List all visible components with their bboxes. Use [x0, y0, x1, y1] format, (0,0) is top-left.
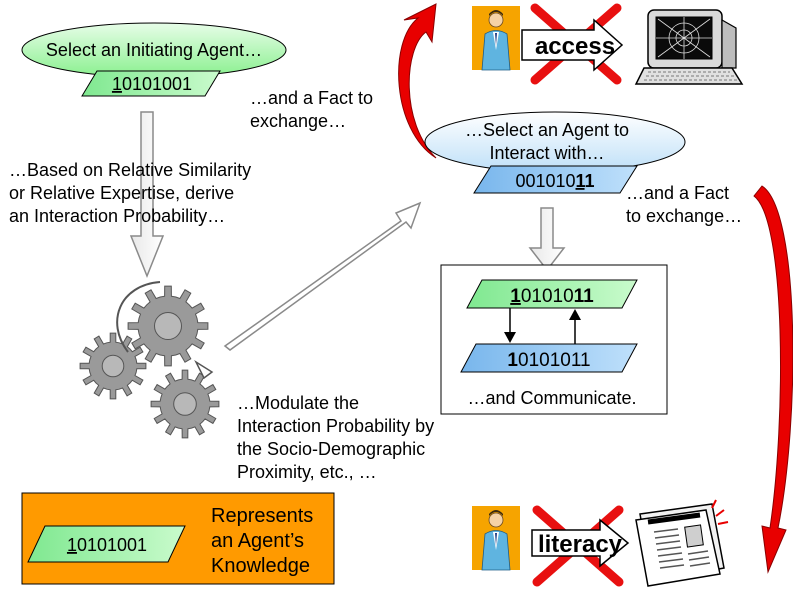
legend-fact-box — [27, 525, 186, 563]
communicate-bottom-bits-segment: 1 — [507, 350, 518, 371]
gear-hub-1 — [101, 354, 125, 378]
down-arrow-1 — [129, 111, 165, 279]
businessman-icon — [472, 506, 520, 571]
partner-bits-segment: 001010 — [515, 171, 575, 191]
initiating-fact-box — [81, 70, 221, 97]
similarity-line-1: …Based on Relative Similarity — [9, 160, 252, 180]
legend-line-3: Knowledge — [211, 555, 310, 577]
computer-icon — [634, 9, 744, 85]
communicate-top-bits: 10101011 — [510, 286, 594, 307]
gear-hub-3 — [173, 392, 197, 416]
partner-fact-line-2: to exchange… — [626, 206, 743, 226]
similarity-line-3: an Interaction Probability… — [9, 206, 226, 226]
red-curved-arrow-right — [753, 185, 793, 574]
communicate-top-box — [466, 279, 638, 309]
barrier-word-access: access — [535, 33, 615, 60]
modulate-line-2: Interaction Probability by — [237, 416, 435, 436]
legend-text: Represents an Agent’s Knowledge — [211, 504, 313, 579]
partner-fact-bits: 00101011 — [515, 171, 594, 191]
legend-bits-segment: 0101001 — [77, 535, 147, 555]
modulate-line-3: the Socio-Demographic — [237, 439, 426, 459]
initiating-fact-caption: …and a Fact to exchange… — [250, 87, 373, 133]
partner-bits-segment: 1 — [585, 171, 595, 191]
communicate-top-bits-segment: 11 — [574, 286, 595, 307]
partner-title-line-2: Interact with… — [489, 143, 604, 163]
exchange-arrowhead-down — [504, 332, 516, 343]
communicate-bottom-bits: 10101011 — [507, 350, 590, 371]
down-arrow-2 — [528, 207, 566, 272]
literacy-arrow — [531, 518, 630, 568]
legend-line-1: Represents — [211, 505, 314, 527]
legend-fact-bits: 10101001 — [67, 535, 147, 555]
similarity-text: …Based on Relative Similarity or Relativ… — [9, 159, 251, 228]
legend-bits-segment: 1 — [67, 535, 77, 555]
communicate-top-bits-segment: 1 — [510, 286, 521, 307]
gear-rotation-arrow — [116, 281, 161, 353]
exchange-arrowhead-up — [569, 309, 581, 320]
partner-title-line-1: …Select an Agent to — [465, 120, 629, 140]
partner-bits-segment: 1 — [576, 171, 586, 191]
initiating-bits-segment: 0101001 — [122, 74, 192, 94]
similarity-line-2: or Relative Expertise, derive — [9, 183, 235, 203]
gears-icon — [79, 285, 220, 439]
diagonal-arrow — [223, 201, 422, 351]
gear-hub-2 — [154, 312, 182, 340]
legend-line-2: an Agent’s — [211, 530, 305, 552]
initiating-fact-line-1: …and a Fact to — [250, 88, 374, 108]
access-arrow — [521, 18, 624, 72]
initiating-agent-group: Select an Initiating Agent… 10101001 — [21, 22, 287, 97]
initiating-fact-line-2: exchange… — [250, 111, 347, 131]
communicate-bottom-box — [460, 343, 638, 373]
businessman-icon — [472, 6, 520, 71]
partner-fact-caption: …and a Fact to exchange… — [626, 182, 742, 228]
communicate-caption: …and Communicate. — [467, 388, 636, 408]
initiating-bits-segment: 1 — [112, 74, 122, 94]
newspaper-icon — [635, 499, 729, 587]
communicate-top-bits-segment: 01010 — [521, 286, 574, 307]
gear-rotation-arrowhead — [194, 359, 214, 380]
initiating-agent-title: Select an Initiating Agent… — [46, 40, 262, 60]
barrier-word-literacy: literacy — [538, 531, 623, 558]
partner-fact-box — [473, 165, 638, 194]
initiating-fact-bits: 10101001 — [112, 74, 192, 94]
modulate-line-1: …Modulate the — [237, 393, 360, 413]
modulate-line-4: Proximity, etc., … — [237, 462, 377, 482]
communicate-bottom-bits-segment: 0101011 — [518, 350, 591, 371]
partner-fact-line-1: …and a Fact — [626, 183, 730, 203]
red-curved-arrow-top — [398, 3, 437, 159]
modulate-text: …Modulate the Interaction Probability by… — [237, 392, 434, 484]
